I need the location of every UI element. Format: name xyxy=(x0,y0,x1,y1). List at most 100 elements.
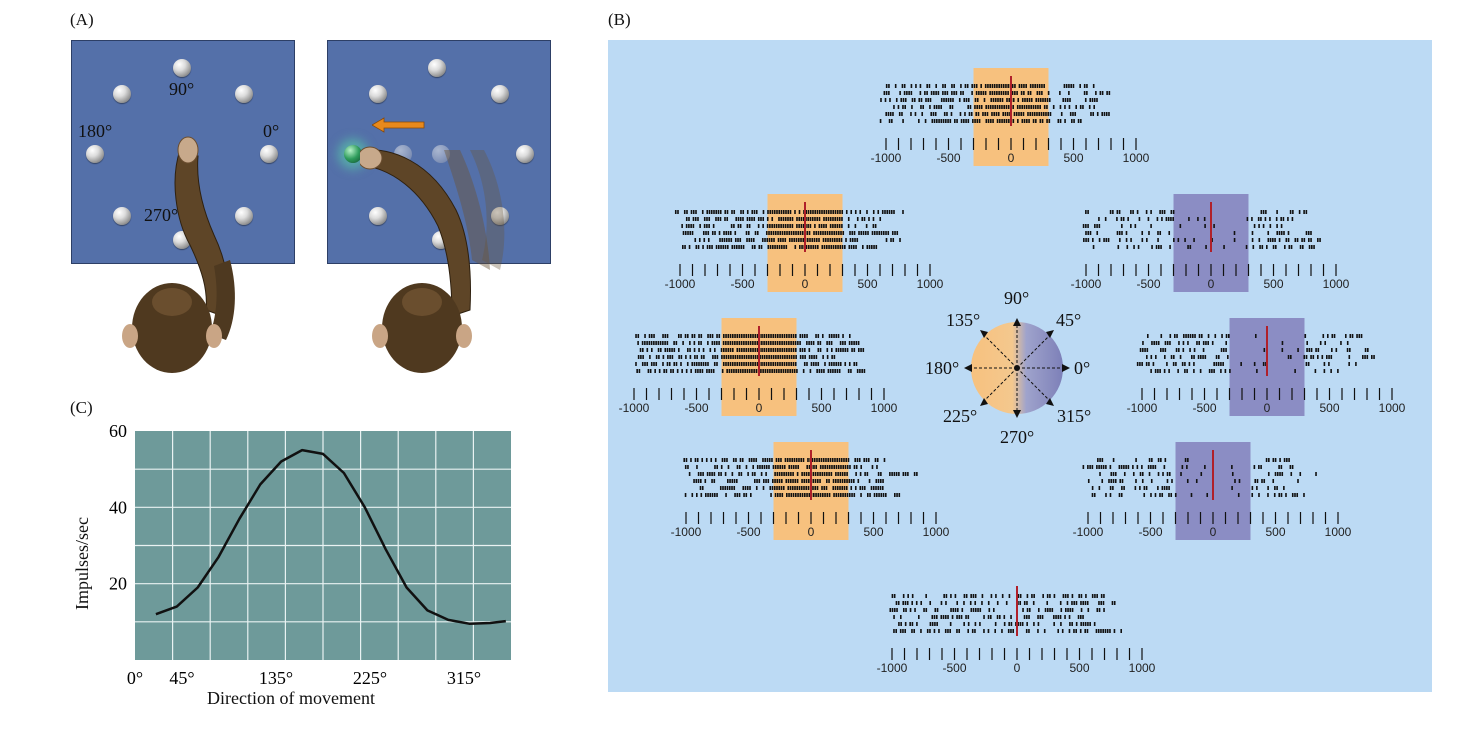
raster-plot: -1000 -500 0 500 1000 xyxy=(1073,442,1352,540)
raster-plot: -1000 -500 0 500 1000 xyxy=(671,442,950,540)
target-knob xyxy=(113,85,131,103)
time-tick-label: -1000 xyxy=(671,525,702,539)
target-knob-active xyxy=(344,145,362,163)
time-axis xyxy=(1141,388,1393,400)
time-tick-label: 500 xyxy=(1069,661,1089,675)
time-axis xyxy=(891,648,1143,660)
compass-label-315: 315° xyxy=(1057,406,1092,426)
time-tick-label: 0 xyxy=(802,277,809,291)
time-tick-label: -1000 xyxy=(619,401,650,415)
panel-a-label: (A) xyxy=(70,10,94,29)
time-tick-label: 1000 xyxy=(1123,151,1150,165)
target-knob xyxy=(428,59,446,77)
time-axis xyxy=(885,138,1137,150)
time-axis xyxy=(1087,512,1339,524)
time-tick-label: -500 xyxy=(684,401,708,415)
target-knob xyxy=(491,85,509,103)
target-knob xyxy=(235,85,253,103)
time-tick-label: 500 xyxy=(857,277,877,291)
hand-trail-marker xyxy=(432,145,450,163)
compass-label-270: 270° xyxy=(1000,427,1035,447)
angle-label-180: 180° xyxy=(78,121,113,141)
spike-trains xyxy=(879,84,1111,123)
time-tick-label: 500 xyxy=(1063,151,1083,165)
time-tick-label: 0 xyxy=(808,525,815,539)
spike-trains xyxy=(674,210,904,249)
time-tick-label: -500 xyxy=(1136,277,1160,291)
time-tick-label: -500 xyxy=(736,525,760,539)
raster-plot: -1000 -500 0 500 1000 xyxy=(1071,194,1350,292)
target-knob xyxy=(113,207,131,225)
spike-trains xyxy=(635,334,866,373)
time-tick-label: -1000 xyxy=(877,661,908,675)
time-tick-label: 1000 xyxy=(1379,401,1406,415)
time-tick-label: -500 xyxy=(730,277,754,291)
angle-label-270: 270° xyxy=(144,205,179,225)
compass-label-0: 0° xyxy=(1074,358,1091,378)
spike-trains xyxy=(1082,458,1317,497)
time-tick-label: -500 xyxy=(936,151,960,165)
compass-arrowheads xyxy=(964,318,1070,418)
time-axis xyxy=(685,512,937,524)
y-tick-label: 20 xyxy=(109,574,127,594)
y-tick-label: 60 xyxy=(109,421,127,441)
compass-label-135: 135° xyxy=(946,310,981,330)
time-tick-label: -1000 xyxy=(1127,401,1158,415)
panel-c-label: (C) xyxy=(70,398,93,417)
x-tick-label: 135° xyxy=(259,668,293,688)
x-tick-label: 45° xyxy=(169,668,194,688)
time-tick-label: 500 xyxy=(811,401,831,415)
compass-label-225: 225° xyxy=(943,406,978,426)
time-tick-label: 1000 xyxy=(871,401,898,415)
x-axis-label: Direction of movement xyxy=(207,688,375,708)
compass-label-90: 90° xyxy=(1004,288,1030,308)
time-tick-label: 0 xyxy=(1210,525,1217,539)
time-tick-label: -1000 xyxy=(665,277,696,291)
time-tick-label: -500 xyxy=(1192,401,1216,415)
time-axis xyxy=(633,388,885,400)
time-tick-label: 500 xyxy=(863,525,883,539)
target-knob xyxy=(260,145,278,163)
tuning-curve-line xyxy=(155,448,506,625)
time-tick-label: -500 xyxy=(942,661,966,675)
target-knob xyxy=(369,85,387,103)
target-knob xyxy=(369,207,387,225)
time-tick-label: 1000 xyxy=(917,277,944,291)
angle-label-90: 90° xyxy=(169,79,195,99)
target-knob xyxy=(516,145,534,163)
monkey-right-illustration xyxy=(360,146,505,373)
time-tick-label: 1000 xyxy=(1323,277,1350,291)
time-tick-label: 500 xyxy=(1263,277,1283,291)
target-knob xyxy=(491,207,509,225)
movement-arrow-icon xyxy=(372,117,425,133)
monkey-left-illustration xyxy=(122,136,235,373)
grid-lines xyxy=(135,431,511,660)
spike-trains xyxy=(1082,210,1321,249)
time-tick-label: -500 xyxy=(1138,525,1162,539)
y-axis-label: Impulses/sec xyxy=(72,517,92,610)
raster-plot: -1000 -500 0 500 1000 xyxy=(619,318,898,416)
x-tick-label: 0° xyxy=(127,668,143,688)
y-tick-label: 40 xyxy=(109,497,127,517)
compass-label-180: 180° xyxy=(925,358,960,378)
spike-trains xyxy=(889,594,1123,633)
time-tick-label: 0 xyxy=(756,401,763,415)
time-tick-label: 0 xyxy=(1008,151,1015,165)
time-tick-label: 0 xyxy=(1208,277,1215,291)
time-tick-label: 1000 xyxy=(1325,525,1352,539)
time-tick-label: -1000 xyxy=(1073,525,1104,539)
compass-label-45: 45° xyxy=(1056,310,1082,330)
spike-trains xyxy=(683,458,918,497)
target-knob xyxy=(235,207,253,225)
time-tick-label: 0 xyxy=(1014,661,1021,675)
raster-plot: -1000 -500 0 500 1000 xyxy=(665,194,944,292)
spike-trains xyxy=(1136,334,1375,373)
time-tick-label: 500 xyxy=(1265,525,1285,539)
time-tick-label: 1000 xyxy=(923,525,950,539)
x-tick-label: 225° xyxy=(353,668,387,688)
time-tick-label: -1000 xyxy=(1071,277,1102,291)
